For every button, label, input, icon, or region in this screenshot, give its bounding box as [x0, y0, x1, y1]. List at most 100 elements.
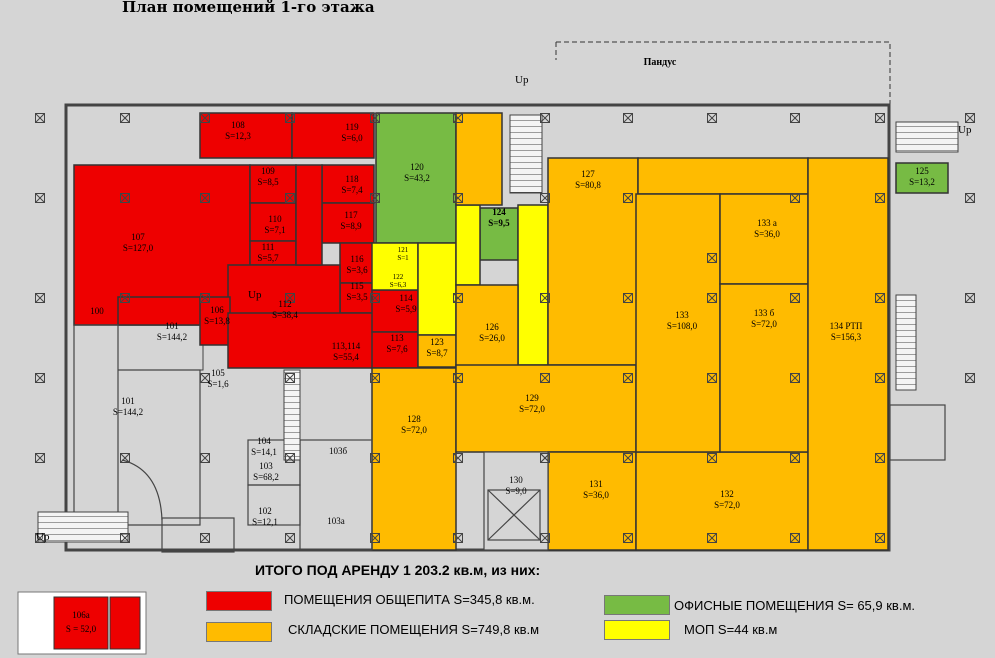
room-105-name: 105 — [211, 368, 225, 378]
column-marker — [623, 293, 633, 303]
column-marker — [285, 453, 295, 463]
column-marker — [120, 113, 130, 123]
room-132-name: 132 — [720, 489, 734, 499]
legend-swatch-office — [604, 595, 670, 615]
room-106-area: S=13,8 — [204, 316, 230, 326]
room-125-area: S=13,2 — [909, 177, 935, 187]
inset-room-name: 106а — [72, 610, 90, 620]
room-118-area: S=7,4 — [341, 185, 363, 195]
column-marker — [453, 533, 463, 543]
column-marker — [623, 533, 633, 543]
column-marker — [790, 453, 800, 463]
room-125-name: 125 — [915, 166, 929, 176]
room-133-а-area: S=36,0 — [754, 229, 780, 239]
column-marker — [35, 453, 45, 463]
column-marker — [623, 193, 633, 203]
room-shape-101 — [118, 369, 201, 526]
shaft-bottom — [161, 517, 235, 553]
room-shape-125 — [895, 162, 949, 194]
room-shape-126 — [455, 284, 519, 368]
column-marker — [790, 533, 800, 543]
column-marker — [285, 293, 295, 303]
column-marker — [540, 293, 550, 303]
room-130-area: S=9,0 — [505, 486, 527, 496]
column-marker — [120, 293, 130, 303]
column-marker — [453, 373, 463, 383]
room-105-area: S=1,6 — [207, 379, 229, 389]
column-marker — [875, 453, 885, 463]
legend-swatch-common — [604, 620, 670, 640]
inset-room-area: S = 52,0 — [66, 624, 97, 634]
column-marker — [540, 113, 550, 123]
room-112-name: 112 — [278, 299, 291, 309]
room-101-name: 101 — [121, 396, 135, 406]
room-126-name: 126 — [485, 322, 499, 332]
column-marker — [623, 453, 633, 463]
catering-zone — [73, 112, 419, 369]
room-shape-107b — [117, 296, 203, 326]
legend-swatch-catering — [206, 591, 272, 611]
stairs-upper-right — [895, 121, 959, 153]
column-marker — [285, 373, 295, 383]
room-103а-name: 103а — [327, 516, 345, 526]
up-label-1: Up — [515, 74, 529, 86]
room-108-name: 108 — [231, 120, 245, 130]
room-116-name: 116 — [350, 254, 364, 264]
room-124-name: 124 — [492, 207, 506, 217]
room-101-name: 101 — [165, 321, 179, 331]
room-118-name: 118 — [345, 174, 359, 184]
room-101-area: S=144,2 — [113, 407, 143, 417]
corridor-yellow-1 — [455, 204, 481, 286]
total-area: ИТОГО ПОД АРЕНДУ 1 203.2 кв.м, из них: — [255, 562, 541, 578]
column-marker — [790, 373, 800, 383]
room-shape-111 — [249, 240, 297, 266]
room-133-б-name: 133 б — [754, 308, 775, 318]
column-marker — [370, 193, 380, 203]
column-marker — [965, 193, 975, 203]
room-113-114-area: S=55,4 — [333, 352, 359, 362]
room-100-name: 100 — [90, 306, 104, 316]
room-124-area: S=9,5 — [488, 218, 510, 228]
room-123-area: S=8,7 — [426, 348, 448, 358]
column-marker — [120, 193, 130, 203]
column-marker — [965, 113, 975, 123]
room-103б-name: 103б — [329, 446, 348, 456]
room-131-area: S=36,0 — [583, 490, 609, 500]
room-104-area: S=14,1 — [251, 447, 277, 457]
column-marker — [285, 533, 295, 543]
column-marker — [453, 193, 463, 203]
stairs-lower-middle — [283, 369, 301, 461]
column-marker — [35, 293, 45, 303]
room-110-area: S=7,1 — [264, 225, 285, 235]
room-120-area: S=43,2 — [404, 173, 430, 183]
room-109-name: 109 — [261, 166, 275, 176]
room-102-area: S=12,1 — [252, 517, 278, 527]
column-marker — [453, 453, 463, 463]
column-marker — [453, 113, 463, 123]
room-128-name: 128 — [407, 414, 421, 424]
room-132-area: S=72,0 — [714, 500, 740, 510]
column-marker — [370, 453, 380, 463]
room-114-name: 114 — [399, 293, 413, 303]
room-114-area: S=5,9 — [395, 304, 417, 314]
inset-room-2 — [109, 596, 141, 650]
room-shape-131 — [547, 451, 637, 551]
up-label-3: Up — [248, 289, 262, 301]
room-128-area: S=72,0 — [401, 425, 427, 435]
room-119-name: 119 — [345, 122, 359, 132]
room-103-name: 103 — [259, 461, 273, 471]
room-133-area: S=108,0 — [667, 321, 698, 331]
stairs-lower-left — [37, 511, 129, 543]
legend-label-warehouse: СКЛАДСКИЕ ПОМЕЩЕНИЯ S=749,8 кв.м — [288, 622, 540, 637]
inset-room — [53, 596, 109, 650]
room-110-name: 110 — [268, 214, 282, 224]
column-marker — [35, 113, 45, 123]
room-shape-113 — [371, 331, 419, 369]
column-marker — [35, 373, 45, 383]
stairs-center — [509, 114, 543, 194]
room-129-name: 129 — [525, 393, 539, 403]
room-107-name: 107 — [131, 232, 145, 242]
room-113-area: S=7,6 — [386, 344, 408, 354]
column-marker — [623, 113, 633, 123]
